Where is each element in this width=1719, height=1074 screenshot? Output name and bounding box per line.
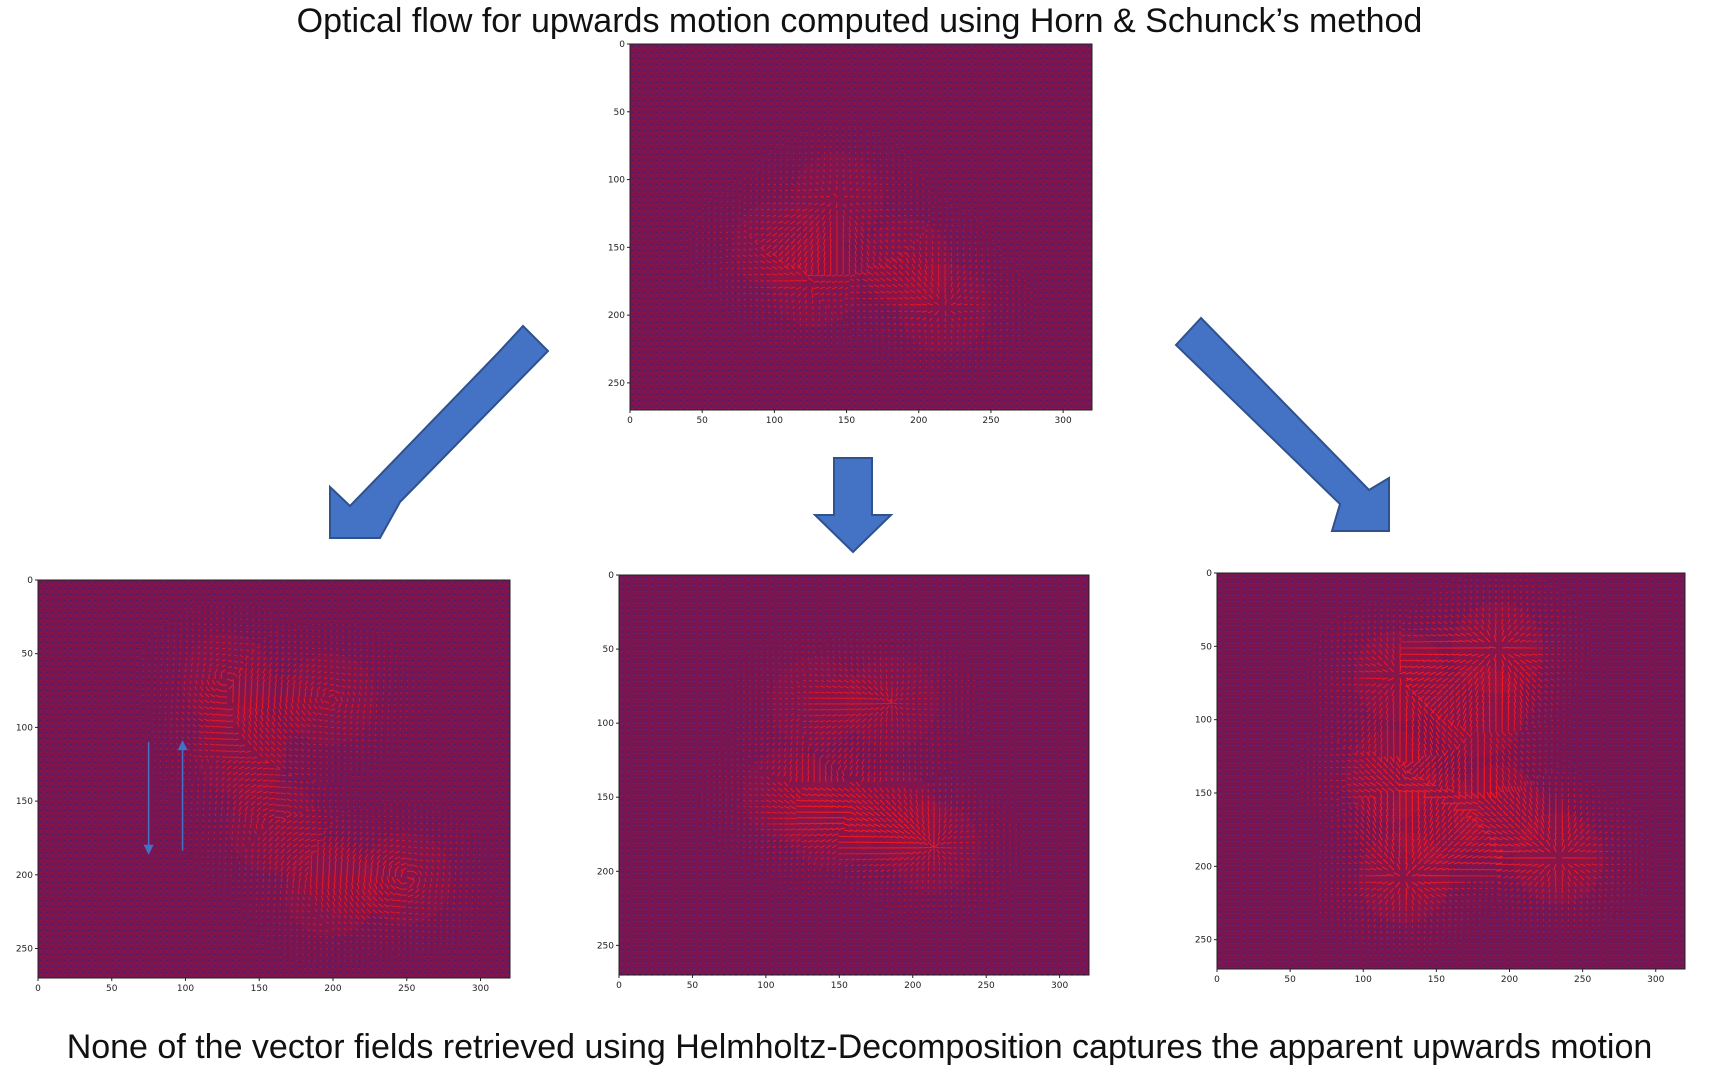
vector-field	[632, 46, 1090, 409]
x-tick-label: 150	[831, 981, 848, 991]
field-region	[194, 705, 287, 798]
field-region	[769, 236, 860, 327]
x-tick-label: 300	[1051, 981, 1068, 991]
field-region	[1391, 772, 1483, 865]
x-tick-label: 100	[766, 416, 783, 426]
plot-decomposition-right: 0 50 100 150 200 250 300 0 50 100 150 200 250	[1187, 569, 1691, 993]
field-region	[227, 780, 321, 873]
y-tick-label: 50	[614, 108, 626, 118]
x-tick-label: 250	[982, 416, 999, 426]
y-tick-label: 150	[16, 797, 33, 807]
field-region	[888, 801, 980, 893]
x-tick-label: 0	[35, 984, 41, 994]
y-tick-label: 0	[1206, 569, 1212, 579]
y-tick-label: 100	[597, 719, 614, 729]
field-region	[1452, 764, 1544, 857]
y-tick-label: 100	[1195, 716, 1212, 726]
x-tick-label: 300	[1055, 416, 1072, 426]
plot-right-svg: 0 50 100 150 200 250 300 0 50 100 150 200 250	[1195, 569, 1686, 985]
x-tick-label: 200	[910, 416, 927, 426]
x-tick-label: 250	[978, 981, 995, 991]
field-region	[1433, 665, 1525, 758]
y-tick-label: 50	[603, 645, 615, 655]
field-region	[899, 262, 990, 353]
field-region	[770, 657, 863, 749]
vector-field	[40, 582, 510, 976]
arrow-to-left-icon	[329, 324, 550, 539]
x-tick-label: 100	[757, 981, 774, 991]
vector-field-background	[619, 575, 1089, 975]
y-tick-label: 200	[597, 867, 614, 877]
x-tick-label: 300	[472, 984, 489, 994]
x-tick-label: 50	[687, 981, 699, 991]
field-region	[862, 218, 953, 309]
y-tick-label: 100	[608, 176, 625, 186]
field-region	[784, 777, 877, 869]
vector-field-background	[1217, 573, 1685, 969]
x-tick-label: 300	[1647, 975, 1664, 985]
x-tick-label: 200	[1501, 975, 1518, 985]
x-tick-label: 150	[838, 416, 855, 426]
y-tick-label: 50	[22, 650, 34, 660]
y-tick-label: 150	[597, 793, 614, 803]
y-tick-label: 250	[608, 379, 625, 389]
field-region	[792, 152, 883, 243]
x-tick-label: 150	[1428, 975, 1445, 985]
x-tick-label: 200	[904, 981, 921, 991]
field-region	[284, 653, 377, 746]
diagram-title: Optical flow for upwards motion computed…	[0, 2, 1719, 41]
field-region	[742, 749, 835, 841]
x-tick-label: 150	[251, 984, 268, 994]
plot-left-svg: 0 50 100 150 200 250 300 0 50 100 150 200 250	[16, 576, 511, 994]
plot-decomposition-middle: 0 50 100 150 200 250 300 0 50 100 150 200 250	[589, 571, 1095, 999]
x-tick-label: 50	[696, 416, 708, 426]
y-tick-label: 200	[16, 871, 33, 881]
field-region	[360, 832, 453, 925]
field-region	[845, 769, 938, 861]
x-tick-label: 250	[1574, 975, 1591, 985]
x-tick-label: 0	[616, 981, 622, 991]
x-tick-label: 0	[1214, 975, 1220, 985]
y-tick-label: 0	[608, 571, 614, 581]
y-tick-label: 250	[16, 945, 33, 955]
y-tick-label: 100	[16, 723, 33, 733]
x-tick-label: 50	[106, 984, 118, 994]
diagram-footer: None of the vector fields retrieved usin…	[0, 1028, 1719, 1067]
field-region	[180, 633, 273, 726]
field-region	[1358, 832, 1450, 924]
arrow-to-right-icon	[1174, 316, 1390, 532]
vector-field	[621, 577, 1085, 976]
field-region	[1513, 812, 1605, 904]
field-region	[845, 657, 938, 749]
x-tick-label: 200	[324, 984, 341, 994]
plot-middle-svg: 0 50 100 150 200 250 300 0 50 100 150 200 250	[597, 571, 1090, 991]
x-tick-label: 0	[627, 416, 633, 426]
y-tick-label: 150	[608, 243, 625, 253]
motion-indicator-arrows	[143, 740, 188, 855]
vector-field	[1219, 573, 1683, 968]
x-tick-label: 50	[1284, 975, 1296, 985]
y-tick-label: 200	[1195, 862, 1212, 872]
y-tick-label: 0	[27, 576, 33, 586]
y-tick-label: 0	[619, 40, 625, 50]
field-region	[732, 200, 823, 291]
y-tick-label: 250	[1195, 936, 1212, 946]
field-region	[1452, 602, 1544, 694]
plot-decomposition-left: 0 50 100 150 200 250 300 0 50 100 150 200 250	[8, 576, 516, 1002]
y-tick-label: 50	[1201, 642, 1213, 652]
x-tick-label: 100	[1355, 975, 1372, 985]
plot-original-svg: 0 50 100 150 200 250 300 0 50 100 150 200 250	[608, 40, 1093, 426]
y-tick-label: 150	[1195, 789, 1212, 799]
x-tick-label: 250	[398, 984, 415, 994]
y-tick-label: 200	[608, 311, 625, 321]
y-tick-label: 250	[597, 941, 614, 951]
x-tick-label: 100	[177, 984, 194, 994]
field-region	[284, 844, 377, 937]
field-region	[1353, 630, 1446, 722]
field-region	[1344, 729, 1436, 821]
arrow-to-middle-icon	[812, 457, 894, 554]
plot-original-flow: 0 50 100 150 200 250 300 0 50 100 150 200 250	[600, 40, 1098, 434]
